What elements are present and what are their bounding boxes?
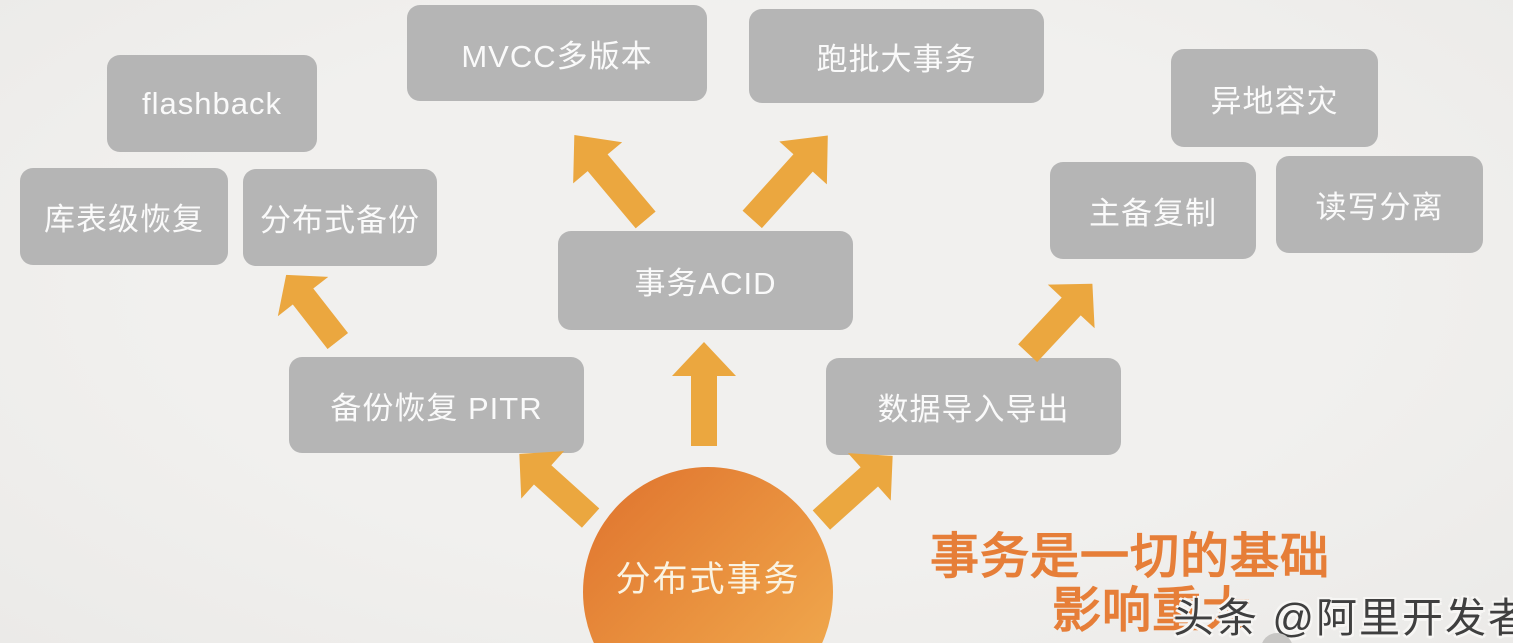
headline-line1: 事务是一切的基础 <box>930 530 1331 584</box>
node-backup-recovery-pitr: 备份恢复 PITR <box>289 357 584 453</box>
node-transaction-acid: 事务ACID <box>558 231 853 330</box>
center-node-distributed-transaction: 分布式事务 <box>583 467 833 643</box>
arrow-center-to-import-export-icon <box>812 453 893 530</box>
node-batch-large-transaction: 跑批大事务 <box>749 9 1044 103</box>
node-table-level-recovery: 库表级恢复 <box>20 168 228 265</box>
node-flashback: flashback <box>107 55 317 152</box>
headline: 事务是一切的基础 影响重大 <box>930 530 1331 639</box>
watermark-text: 头条 @阿里开发者 <box>1173 595 1513 641</box>
arrow-acid-to-mvcc-icon <box>573 134 656 229</box>
node-distributed-backup: 分布式备份 <box>243 169 437 266</box>
arrow-center-to-pitr-icon <box>519 451 600 528</box>
watermark-avatar <box>1261 633 1293 643</box>
node-primary-standby-replication: 主备复制 <box>1050 162 1256 259</box>
node-data-import-export: 数据导入导出 <box>826 358 1121 455</box>
center-node-label: 分布式事务 <box>615 560 801 599</box>
node-geo-disaster-recovery: 异地容灾 <box>1171 49 1378 147</box>
headline-line2: 影响重大 <box>1051 583 1252 638</box>
arrow-pitr-to-distributed-backup-icon <box>277 274 349 350</box>
node-mvcc-multiversion: MVCC多版本 <box>407 5 707 101</box>
node-read-write-split: 读写分离 <box>1276 156 1483 253</box>
arrow-center-to-acid-icon <box>672 342 736 446</box>
arrow-acid-to-batch-icon <box>742 135 828 229</box>
arrow-import-export-to-replication-icon <box>1018 283 1095 363</box>
